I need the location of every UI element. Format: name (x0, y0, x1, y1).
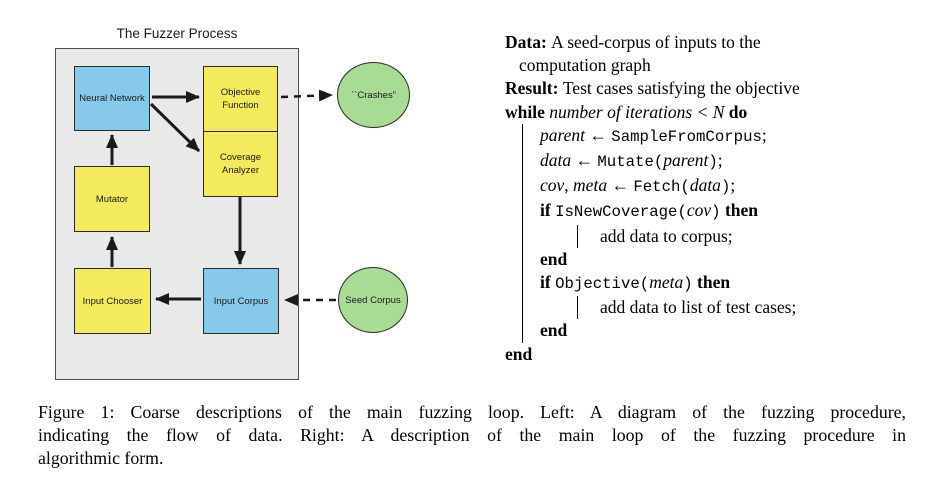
node-crashes: ``Crashes” (337, 62, 410, 128)
node-input-corpus: Input Corpus (203, 268, 279, 334)
node-objective-function: Objective Function (203, 66, 278, 132)
algo-while-body: parent ← SampleFromCorpus; data ← Mutate… (522, 123, 800, 343)
node-label: Input Chooser (82, 295, 143, 307)
algo-line-if-coverage: if IsNewCoverage(cov) then (540, 200, 759, 222)
algo-line-end-while: end (505, 343, 533, 364)
algo-if-coverage-body: add data to corpus; (577, 224, 800, 248)
algo-line-fetch: cov, meta ← Fetch(data); (540, 175, 736, 197)
node-neural-network: Neural Network (74, 66, 150, 131)
node-label: Analyzer (222, 164, 259, 176)
algo-line-data-cont: computation graph (519, 55, 651, 76)
algo-line-add-corpus: add data to corpus; (600, 225, 733, 246)
algo-line-sample: parent ← SampleFromCorpus; (540, 124, 767, 146)
node-label: Function (222, 100, 259, 111)
diagram-title: The Fuzzer Process (116, 26, 238, 41)
node-label: Input Corpus (213, 295, 269, 307)
algo-line-add-testcases: add data to list of test cases; (600, 297, 797, 318)
node-coverage-analyzer: Coverage Analyzer (203, 130, 278, 197)
node-seed-corpus: Seed Corpus (338, 267, 408, 333)
node-mutator: Mutator (74, 166, 150, 232)
node-label: Objective (220, 87, 261, 98)
node-input-chooser: Input Chooser (74, 268, 151, 334)
caption-line-1: Figure 1: Coarse descriptions of the mai… (38, 402, 906, 422)
caption-line-3: algorithmic form. (38, 448, 164, 469)
node-label: Mutator (95, 193, 129, 205)
figure-caption: Figure 1: Coarse descriptions of the mai… (38, 401, 906, 471)
node-label: Seed Corpus (345, 294, 401, 306)
caption-line-2: indicating the flow of data. Right: A de… (38, 425, 906, 446)
algo-line-result: Result: Test cases satisfying the object… (505, 78, 800, 99)
node-label: Neural Network (79, 93, 145, 104)
algo-line-end-if1: end (540, 248, 568, 269)
algo-line-end-if2: end (540, 320, 568, 341)
algo-if-objective-body: add data to list of test cases; (577, 296, 800, 320)
algorithm-block: Data: A seed-corpus of inputs to the com… (505, 31, 800, 366)
node-label: ``Crashes” (351, 89, 396, 101)
algo-line-while: while number of iterations < N do (505, 101, 748, 122)
algo-line-if-objective: if Objective(meta) then (540, 272, 731, 294)
node-label: Coverage (219, 151, 262, 163)
algo-line-data: Data: A seed-corpus of inputs to the (505, 32, 761, 52)
algo-line-mutate: data ← Mutate(parent); (540, 150, 723, 172)
